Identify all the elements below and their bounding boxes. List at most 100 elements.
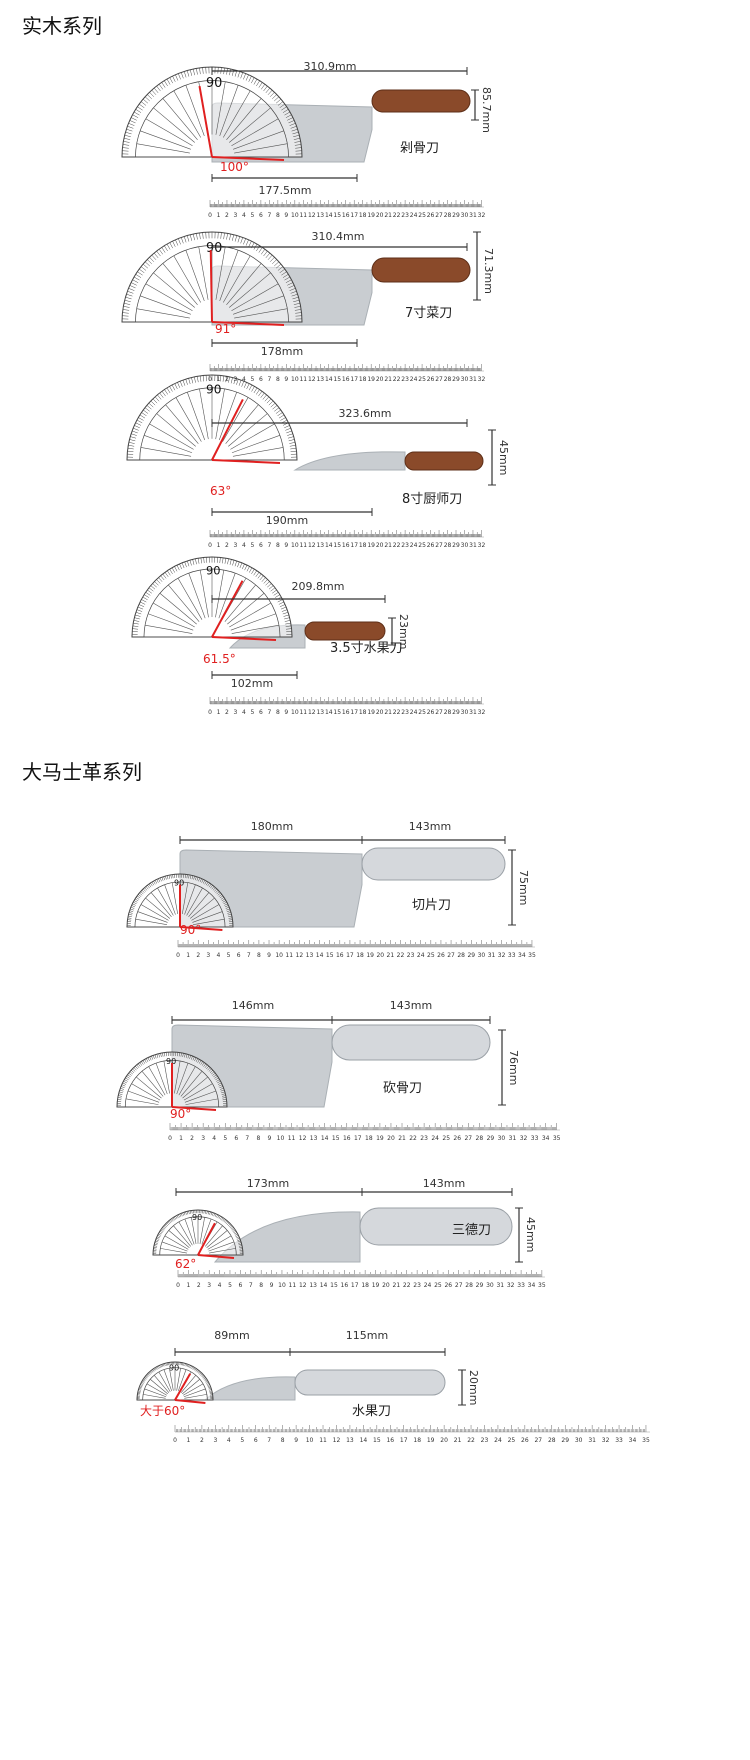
protractor-tick (128, 912, 133, 914)
ruler-number: 8 (259, 1282, 263, 1289)
ruler-number: 5 (240, 1437, 244, 1444)
protractor-ray (230, 423, 275, 450)
protractor-ray (175, 397, 202, 442)
protractor-tick (272, 259, 277, 265)
protractor-tick (159, 1365, 161, 1368)
protractor-tick (219, 1087, 224, 1090)
protractor-ray (198, 246, 209, 300)
knife-handle (331, 1024, 491, 1061)
protractor-tick (202, 375, 204, 382)
ruler-number: 27 (534, 1437, 542, 1444)
protractor-ray (199, 388, 209, 440)
protractor-tick (255, 572, 260, 577)
handle-length-label: 143mm (389, 999, 433, 1012)
ruler-number: 31 (588, 1437, 596, 1444)
protractor-tick (200, 557, 202, 564)
protractor-tick (193, 875, 195, 880)
ruler-number: 0 (176, 1282, 180, 1289)
ruler-number: 7 (267, 542, 271, 549)
protractor-ray (140, 295, 191, 315)
protractor-ray (234, 143, 288, 154)
protractor-ray (218, 572, 236, 619)
protractor-ray (231, 435, 280, 454)
protractor-ray (125, 1098, 159, 1105)
protractor-tick (206, 1381, 209, 1384)
protractor-tick (133, 276, 140, 281)
protractor-tick (158, 1365, 160, 1369)
protractor-tick (283, 614, 289, 617)
ruler-number: 26 (521, 1437, 529, 1444)
protractor-tick (210, 885, 213, 889)
protractor-tick (120, 1086, 125, 1089)
protractor-tick (145, 1058, 149, 1062)
angle-line-edge (209, 249, 213, 323)
protractor-tick (240, 72, 244, 79)
ruler-number: 32 (498, 952, 506, 959)
protractor-tick (218, 894, 222, 897)
protractor-tick (238, 1242, 242, 1244)
protractor-tick (140, 266, 147, 271)
protractor-tick (238, 1243, 242, 1246)
protractor-tick (140, 891, 144, 895)
protractor-ray (161, 1241, 188, 1252)
ruler-number: 35 (538, 1282, 546, 1289)
protractor-tick (166, 1362, 168, 1366)
protractor-tick (267, 254, 273, 260)
protractor-tick (161, 1364, 164, 1367)
ruler-number: 12 (299, 1135, 307, 1142)
ruler-number: 27 (435, 376, 443, 383)
knife-name: 剁骨刀 (400, 141, 440, 156)
protractor-tick (193, 233, 195, 241)
protractor-tick (158, 84, 164, 90)
ruler-number: 15 (373, 1437, 381, 1444)
ruler-number: 2 (200, 1437, 204, 1444)
protractor-ray (182, 1379, 200, 1395)
protractor-tick (167, 570, 171, 576)
protractor-tick (235, 1235, 239, 1237)
knife-handle (294, 1369, 446, 1396)
protractor-ray (226, 263, 262, 305)
protractor-tick (153, 1246, 157, 1248)
ruler-number: 32 (520, 1135, 528, 1142)
protractor-ray (189, 897, 215, 919)
ruler-number: 15 (332, 1135, 340, 1142)
protractor-tick (169, 77, 173, 84)
protractor-tick (239, 562, 243, 569)
ruler-number: 6 (259, 212, 263, 219)
height-label: 45mm (524, 1217, 537, 1253)
ruler-number: 26 (437, 952, 445, 959)
protractor-ray (163, 1369, 173, 1392)
ruler-number: 21 (454, 1437, 462, 1444)
protractor-tick (152, 398, 158, 404)
protractor-tick (221, 898, 226, 902)
ruler-number: 23 (407, 952, 415, 959)
protractor-tick (202, 67, 204, 74)
protractor-ray (168, 584, 200, 622)
ruler-number: 34 (528, 1282, 536, 1289)
ruler-number: 18 (359, 709, 367, 716)
protractor-ray (229, 272, 271, 308)
ruler-number: 31 (469, 709, 477, 716)
protractor-tick (144, 594, 150, 598)
protractor-tick (197, 558, 200, 564)
ruler-number: 11 (299, 212, 307, 219)
protractor-tick (156, 1054, 159, 1058)
handle-length-label: 143mm (422, 1177, 466, 1190)
protractor-tick (142, 98, 149, 104)
protractor-tick (201, 1375, 205, 1378)
protractor-tick (122, 1082, 127, 1085)
protractor-tick (146, 405, 152, 410)
protractor-tick (152, 1055, 155, 1060)
protractor-tick (294, 141, 301, 143)
protractor-tick (144, 1059, 147, 1063)
ruler-number: 18 (359, 542, 367, 549)
ruler-number: 21 (384, 212, 392, 219)
ruler-number: 8 (276, 376, 280, 383)
protractor-tick (132, 625, 139, 627)
ruler-number: 22 (397, 952, 405, 959)
ruler-number: 19 (367, 212, 375, 219)
protractor-tick (294, 306, 301, 308)
ruler-number: 29 (476, 1282, 484, 1289)
ruler-number: 20 (376, 212, 384, 219)
ruler-number: 20 (376, 709, 384, 716)
